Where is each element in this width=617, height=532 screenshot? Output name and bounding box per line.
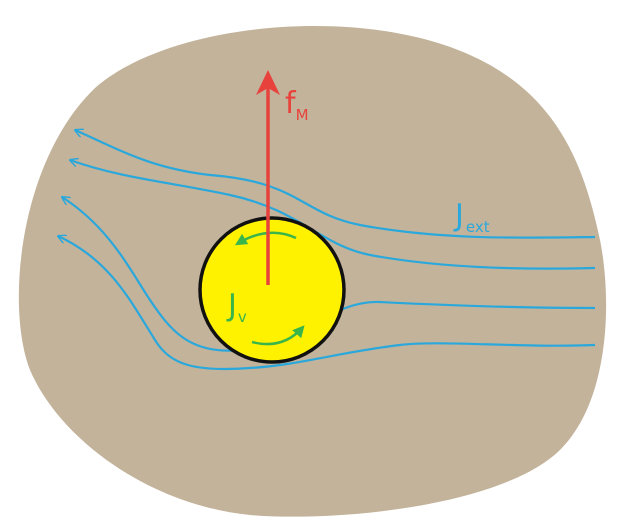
force-label: fM bbox=[285, 86, 309, 124]
force-arrow bbox=[256, 70, 280, 285]
current-line-2 bbox=[70, 160, 596, 270]
current-line-1 bbox=[75, 130, 596, 239]
current-line-4 bbox=[58, 236, 596, 371]
vortex-core bbox=[198, 216, 346, 364]
circulation-arrow-bottom bbox=[251, 325, 305, 346]
vortex-current-label: Jv bbox=[226, 288, 247, 326]
